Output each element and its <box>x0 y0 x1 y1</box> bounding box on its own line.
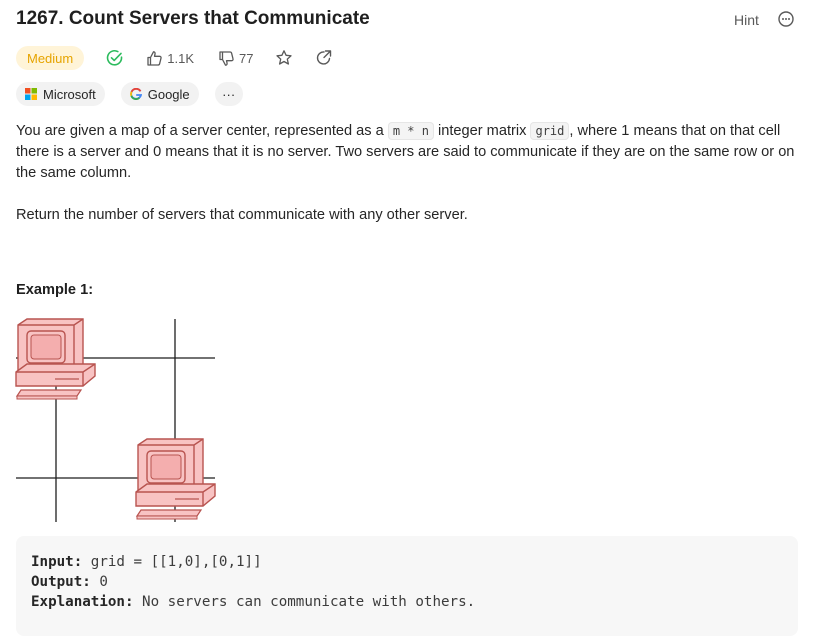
example-grid-illustration <box>15 318 216 522</box>
example-code-block: Input: grid = [[1,0],[0,1]] Output: 0 Ex… <box>16 536 798 636</box>
hint-button[interactable]: Hint <box>734 12 759 28</box>
more-companies-button[interactable]: ··· <box>214 82 243 106</box>
example-explanation-line: Explanation: No servers can communicate … <box>31 594 476 610</box>
google-logo-icon <box>129 88 142 100</box>
difficulty-badge: Medium <box>16 46 85 70</box>
likes-count: 1.1K <box>167 50 194 66</box>
description-paragraph: You are given a map of a server center, … <box>16 122 795 181</box>
inline-code-grid: grid <box>530 122 570 140</box>
example-title: Example 1: <box>16 282 94 298</box>
thumbs-up-icon <box>147 50 162 66</box>
thumbs-down-icon <box>219 50 234 66</box>
more-options-icon[interactable] <box>778 11 794 27</box>
microsoft-logo-icon <box>25 88 37 100</box>
company-tag-google[interactable]: Google <box>120 82 199 106</box>
problem-description: You are given a map of a server center, … <box>16 121 801 226</box>
company-tag-microsoft[interactable]: Microsoft <box>16 82 105 106</box>
dislikes-count: 77 <box>239 50 254 66</box>
inline-code-dimensions: m * n <box>387 122 434 140</box>
company-name: Microsoft <box>43 86 96 102</box>
problem-meta-bar: Medium 1.1K 77 <box>16 45 333 71</box>
company-name: Google <box>147 86 190 102</box>
like-button[interactable]: 1.1K <box>146 50 194 67</box>
description-paragraph: Return the number of servers that commun… <box>16 207 468 223</box>
solved-check-icon <box>106 49 124 67</box>
problem-title: 1267. Count Servers that Communicate <box>16 8 370 29</box>
star-icon[interactable] <box>275 49 293 67</box>
company-tags: Microsoft Google ··· <box>16 82 243 106</box>
share-icon[interactable] <box>315 49 333 67</box>
dislike-button[interactable]: 77 <box>218 50 253 67</box>
example-output-line: Output: 0 <box>31 574 108 590</box>
example-input-line: Input: grid = [[1,0],[0,1]] <box>31 554 262 570</box>
